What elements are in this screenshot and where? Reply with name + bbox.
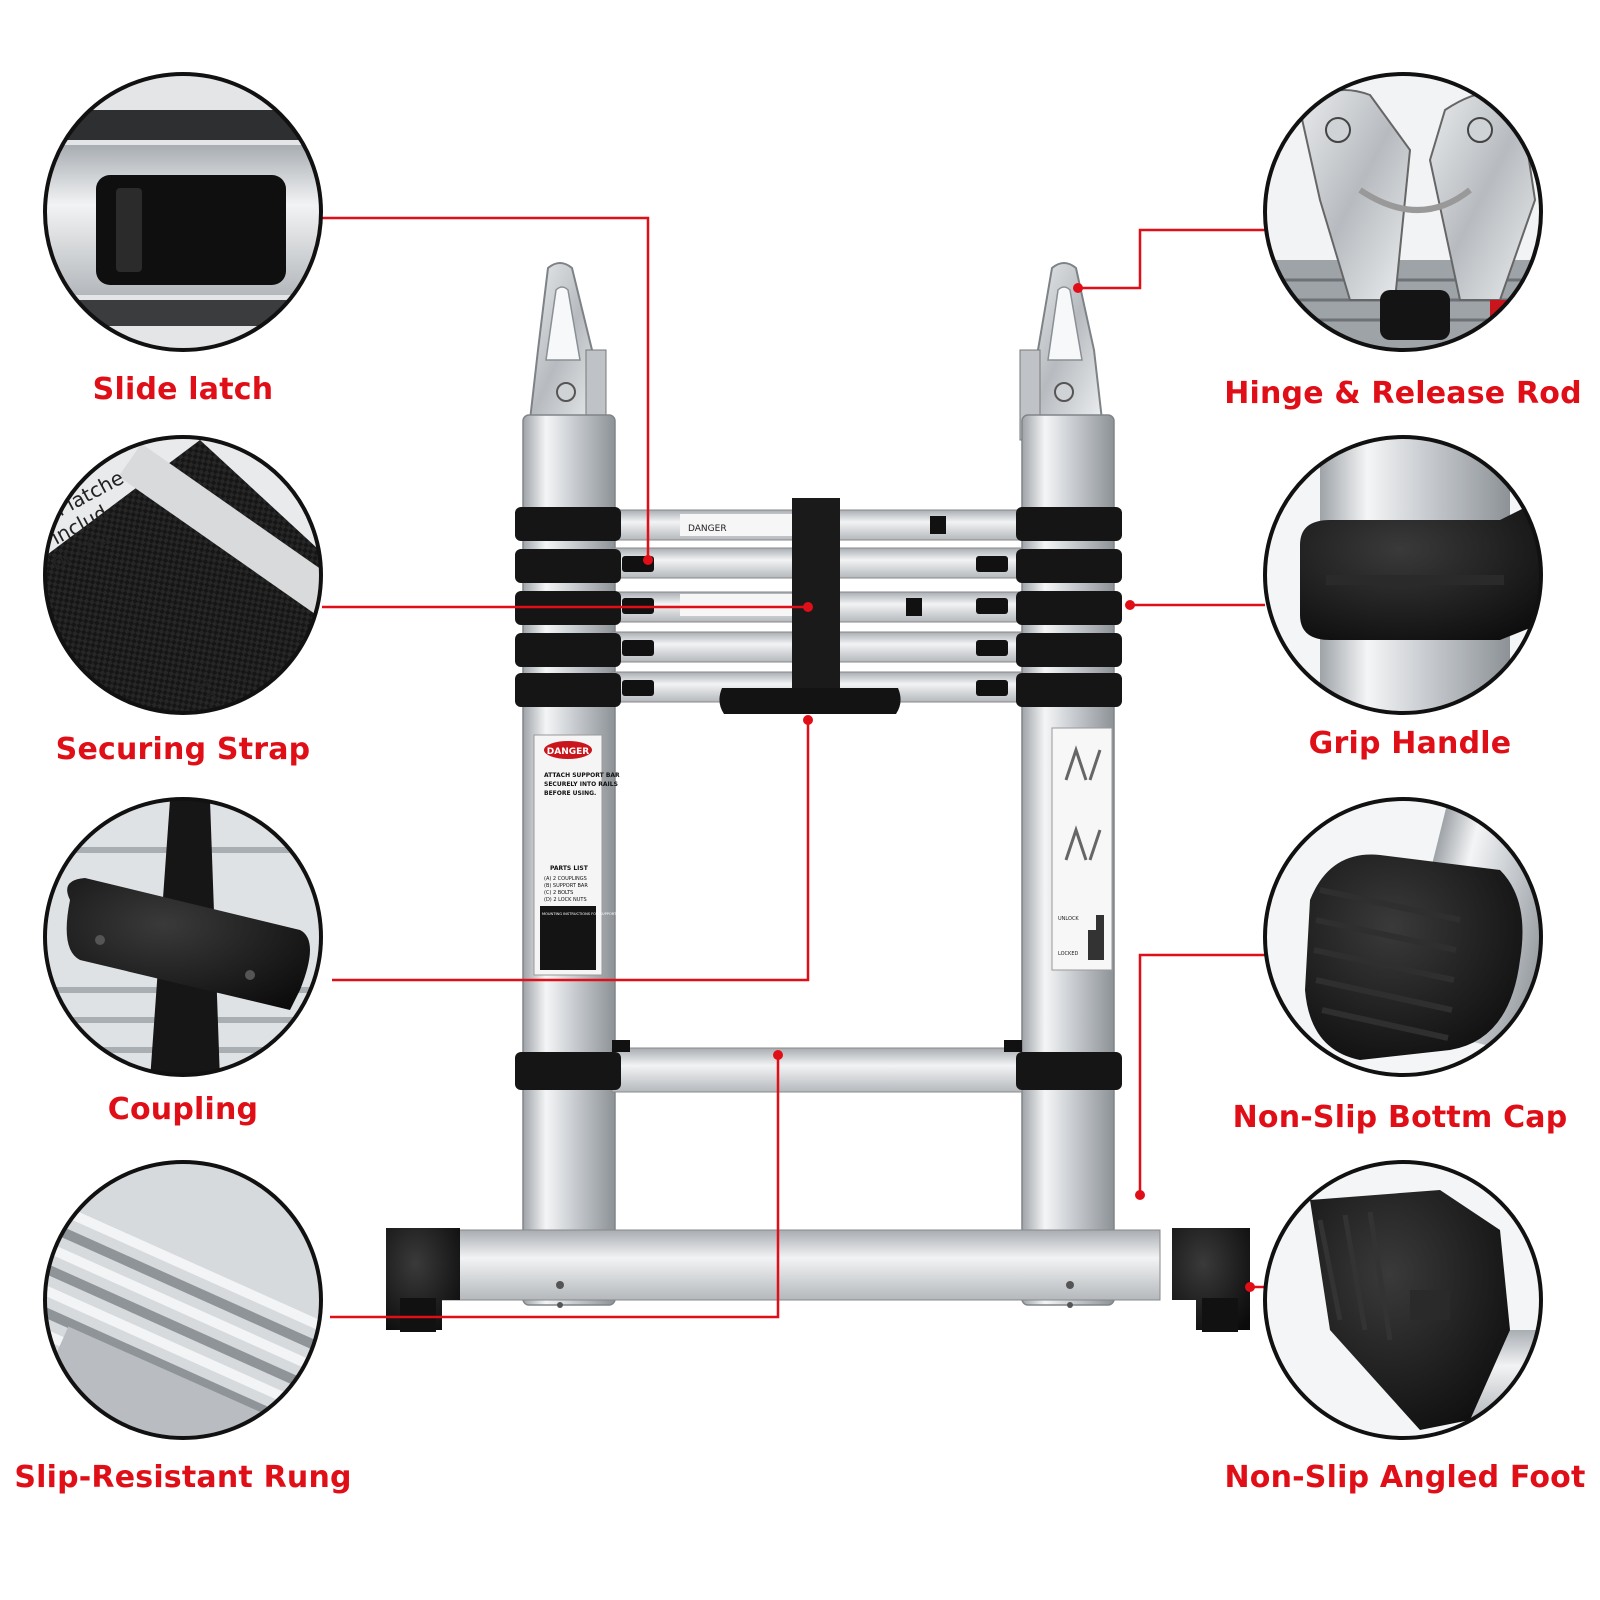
label-non-slip-bottom-cap: Non-Slip Bottm Cap [1232,1100,1568,1135]
leader-lines [322,216,1265,1319]
detail-grip-handle [1263,435,1543,715]
rail-collars [515,507,1122,707]
left-coupling-collar [515,1052,621,1090]
detail-slip-resistant-rung [43,1160,323,1440]
detail-angled-foot [1263,1160,1543,1440]
label-hinge-release-rod: Hinge & Release Rod [1224,376,1582,411]
detail-slide-latch [43,72,323,352]
right-foot [1172,1228,1250,1332]
sticker-line-1: ATTACH SUPPORT BAR [544,772,620,779]
label-non-slip-angled-foot: Non-Slip Angled Foot [1224,1460,1586,1495]
securing-strap-part [792,498,840,698]
danger-sign: DANGER [547,747,590,757]
sticker-line-2: SECURELY INTO RAILS [544,781,618,788]
left-foot [386,1228,460,1332]
leader-dots [643,283,1255,1292]
mounting-title: MOUNTING INSTRUCTIONS FOR SUPPORT BAR [542,912,625,916]
diagram-sticker: UNLOCK LOCKED [1051,727,1113,971]
label-slip-resistant-rung: Slip-Resistant Rung [14,1460,352,1495]
left-hinge [528,262,607,441]
parts-item-4: (D) 2 LOCK NUTS [544,897,587,903]
parts-list-title: PARTS LIST [550,865,589,872]
lower-rung [611,1047,1023,1093]
sticker-line-3: BEFORE USING. [544,790,596,797]
right-coupling-collar [1016,1052,1122,1090]
diagram-locked: LOCKED [1058,951,1078,957]
danger-sticker: DANGER ATTACH SUPPORT BAR SECURELY INTO … [533,734,625,976]
rung-warning-text: DANGER [688,524,727,534]
grip-handle-part [719,688,901,714]
label-securing-strap: Securing Strap [55,732,311,767]
label-slide-latch: Slide latch [92,372,274,407]
detail-bottom-cap [1263,797,1543,1077]
parts-item-2: (B) SUPPORT BAR [544,883,588,889]
base-bar [439,1229,1161,1301]
right-hinge [1019,262,1104,441]
ladder: DANGER DANGER ATTACH SUPPORT BAR SECUREL… [386,262,1250,1332]
parts-item-3: (C) 2 BOLTS [544,890,573,896]
detail-securing-strap: n latche includ or cou g rung. [43,435,323,715]
detail-hinge [1263,72,1543,352]
label-coupling: Coupling [107,1092,259,1127]
label-grip-handle: Grip Handle [1308,726,1512,761]
detail-coupling [43,797,323,1077]
parts-item-1: (A) 2 COUPLINGS [544,876,587,882]
diagram-unlock: UNLOCK [1058,916,1079,922]
